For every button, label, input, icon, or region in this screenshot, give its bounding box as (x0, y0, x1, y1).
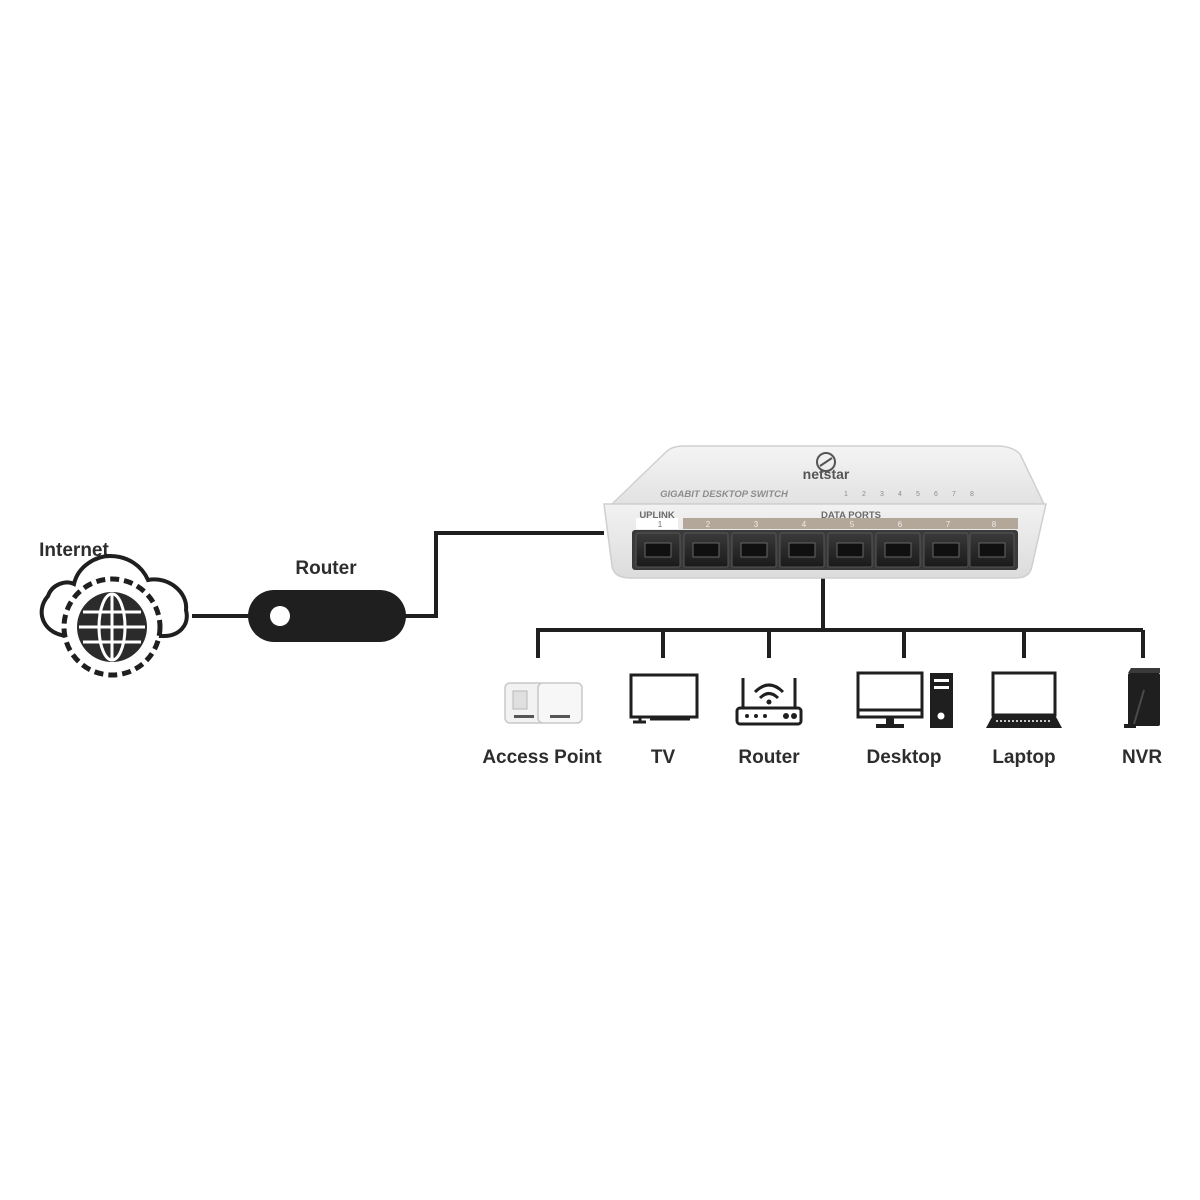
led-number: 6 (934, 491, 938, 498)
led-number: 1 (844, 491, 848, 498)
access-point-icon (504, 682, 583, 724)
data-ports-strip (683, 518, 1018, 529)
router-icon (735, 678, 803, 726)
device-label: TV (651, 747, 676, 768)
device-laptop: Laptop (986, 671, 1062, 768)
ethernet-port (779, 532, 825, 568)
device-desktop: Desktop (856, 671, 953, 768)
led-number: 8 (970, 491, 974, 498)
connection-lines (192, 531, 1145, 658)
ethernet-port (875, 532, 921, 568)
switch-led-row: 1 2 3 4 5 6 7 8 (844, 491, 974, 498)
data-ports-label: DATA PORTS (821, 510, 881, 521)
port-number: 6 (898, 520, 903, 529)
port-number: 2 (706, 520, 711, 529)
ethernet-ports (635, 532, 1015, 568)
uplink-strip (636, 518, 678, 529)
netstar-logo: netstar (803, 452, 850, 482)
desktop-icon (856, 671, 953, 728)
port-number: 8 (992, 520, 997, 529)
port-number: 5 (850, 520, 855, 529)
led-number: 4 (898, 491, 902, 498)
device-label: Router (738, 747, 800, 768)
internet-node: Internet (39, 540, 189, 678)
led-number: 2 (862, 491, 866, 498)
port-number: 3 (754, 520, 759, 529)
led-number: 7 (952, 491, 956, 498)
link-router-switch (404, 531, 604, 618)
port-number: 4 (802, 520, 807, 529)
cloud-globe-icon (39, 553, 189, 678)
router-main-icon (248, 590, 406, 642)
nvr-icon (1124, 668, 1160, 728)
switch-brand: netstar (803, 466, 850, 482)
ethernet-port (635, 532, 681, 568)
tv-icon (629, 673, 699, 724)
led-number: 5 (916, 491, 920, 498)
router-main-node: Router (248, 558, 406, 642)
device-label: NVR (1122, 747, 1162, 768)
device-label: Laptop (992, 747, 1055, 768)
device-nvr: NVR (1122, 668, 1162, 768)
ethernet-port (731, 532, 777, 568)
led-number: 3 (880, 491, 884, 498)
ethernet-port (827, 532, 873, 568)
switch-model: GIGABIT DESKTOP SWITCH (660, 489, 789, 500)
network-switch: netstar GIGABIT DESKTOP SWITCH 1 2 3 4 5… (603, 445, 1047, 579)
ethernet-port (683, 532, 729, 568)
router-main-label: Router (295, 558, 357, 579)
ethernet-port (969, 532, 1015, 568)
router-main-led (270, 606, 290, 626)
port-number: 1 (658, 520, 663, 529)
internet-label: Internet (39, 540, 109, 561)
ethernet-port (923, 532, 969, 568)
device-access-point: Access Point (482, 682, 602, 768)
device-tv: TV (629, 673, 699, 768)
device-router: Router (735, 678, 803, 768)
laptop-icon (986, 671, 1062, 728)
uplink-label: UPLINK (639, 510, 675, 521)
device-label: Access Point (482, 747, 602, 768)
device-label: Desktop (867, 747, 942, 768)
port-number: 7 (946, 520, 951, 529)
switch-top (610, 445, 1046, 505)
port-number-row: 1 2 3 4 5 6 7 8 (658, 520, 997, 529)
